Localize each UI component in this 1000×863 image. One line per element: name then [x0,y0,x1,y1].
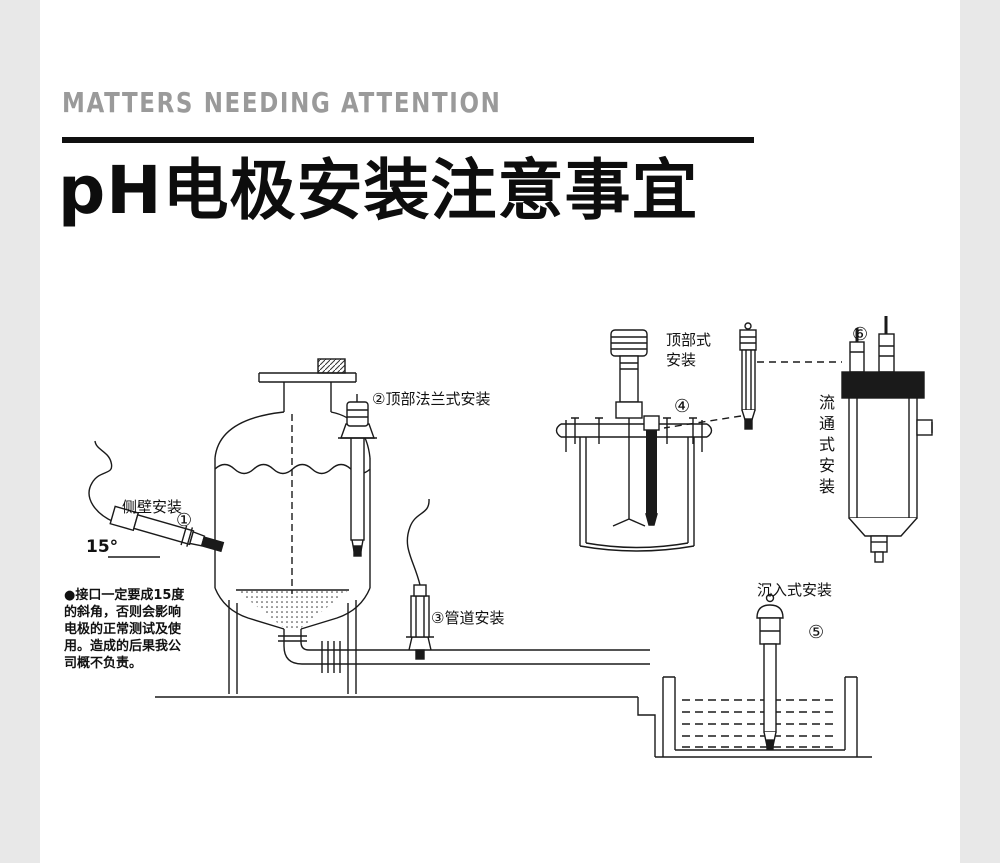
pipeline-label: ③管道安装 [431,609,505,627]
side-wall-number-badge: ① [176,510,193,531]
top-type-assembly [555,329,713,552]
water-lines [682,699,838,748]
top-type-number-badge: ④ [674,396,691,417]
flow-cell-vertical-label: 流通式安装 [816,394,835,499]
warning-line: ●接口一定要成15度 [64,588,185,603]
angle-label: 15° [86,537,119,557]
top-flange-label: ②顶部法兰式安装 [372,390,491,408]
warning-line: 电极的正常测试及使 [64,622,182,637]
warning-line: 的斜角，否则会影响 [64,605,182,620]
left-gray-margin [0,0,40,863]
right-gray-margin [960,0,1000,863]
top-type-label-line1: 顶部式 [666,331,712,349]
warning-line: 用。造成的后果我公 [64,639,182,654]
eyebrow-heading: MATTERS NEEDING ATTENTION [62,86,502,119]
ground-and-submerged-tank [155,676,872,758]
flow-cell-number-badge: ⑥ [852,324,869,345]
main-tank [214,358,371,694]
side-wall-label: 侧壁安装 [122,498,183,516]
warning-note: ●接口一定要成15度 的斜角，否则会影响 电极的正常测试及使 用。造成的后果我公… [64,587,224,672]
flow-cell-assembly [663,316,933,563]
page-title: pH电极安装注意事宜 [58,152,699,229]
warning-line: 司概不负责。 [64,656,143,671]
top-flange-electrode [338,394,377,557]
side-wall-electrode [88,440,225,558]
submerged-number-badge: ⑤ [808,622,825,643]
submerged-electrode [756,593,784,750]
submerged-label: 沉入式安装 [757,581,833,599]
title-underline [62,137,754,143]
pipeline-electrode-assembly [406,498,434,660]
top-type-label-line2: 安装 [666,351,697,369]
drain-pipe [278,629,650,673]
